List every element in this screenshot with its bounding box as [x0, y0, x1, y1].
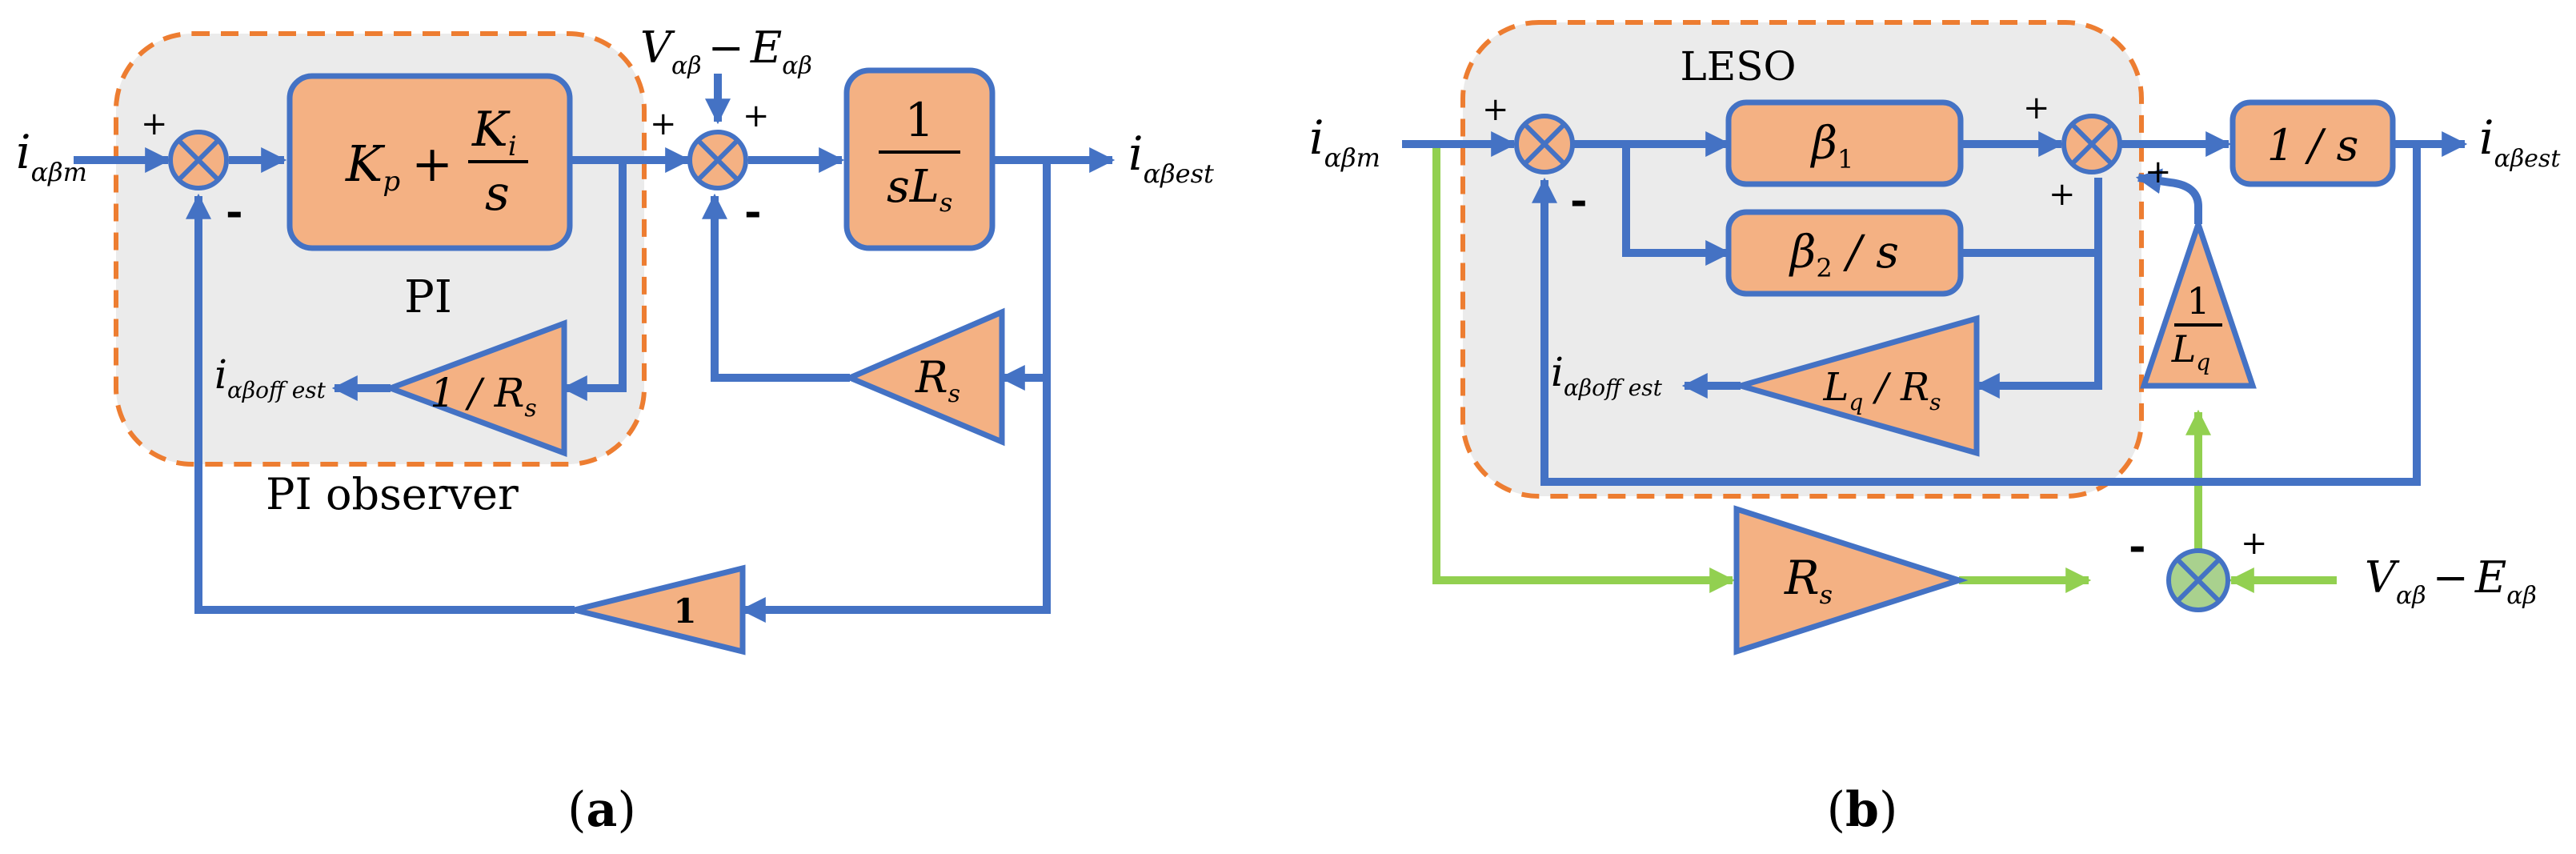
sum-a1-plus: + [141, 106, 168, 142]
group-title-pi: PI [404, 271, 452, 323]
pi-block-ki: Ki [471, 102, 517, 162]
panel-b: + - + + + - + β1 β2 / s 1 / s Lq / Rs [1309, 20, 2561, 838]
sum-junction-b1 [1514, 114, 1575, 174]
beta2-label: β2 / s [1789, 227, 1899, 283]
sum-b1-minus: - [1570, 176, 1588, 225]
gain-unity-label: 1 [673, 591, 696, 631]
sum-junction-a2 [687, 130, 748, 190]
group-title-leso: LESO [1681, 43, 1797, 90]
offset-label-b: iαβoff est [1551, 349, 1663, 401]
sum-junction-a1 [168, 130, 229, 190]
gain-rs-a [843, 307, 1005, 447]
gain-lq-rs-label: Lq / Rs [1822, 365, 1941, 415]
plant-block [843, 67, 996, 251]
beta1-label: β1 [1810, 118, 1854, 174]
gain-rs-a-label: Rs [915, 352, 960, 408]
rs-feedback-out-wire [701, 193, 850, 382]
caption-b: (b) [1827, 782, 1898, 838]
pi-block-s: s [485, 166, 510, 222]
panel-a-wires [74, 74, 1116, 623]
gain-inv-lq [2140, 215, 2257, 389]
pi-block-expression: Kp+ [345, 134, 453, 198]
sum-b2-plus-right: + [2145, 154, 2172, 190]
plant-denominator: sLs [887, 161, 952, 218]
gain-inv-lq-den: Lq [2171, 327, 2210, 375]
output-label-a: iαβest [1128, 126, 1214, 189]
sum-a2-minus: - [744, 187, 762, 236]
beta2-block [1725, 209, 1964, 297]
output-label-b: iαβest [2479, 110, 2561, 173]
sum-b3-minus: - [2129, 522, 2146, 571]
sum-b2-plus-top: + [2023, 90, 2050, 126]
sum-a1-minus: - [226, 187, 243, 236]
output-feedback-wire-b [1531, 144, 2421, 486]
beta1-block [1725, 99, 1964, 187]
leso-feedback-branch-wire [1973, 253, 2102, 399]
plant-numerator: 1 [905, 93, 935, 147]
unity-feedback-in-wire [739, 378, 1051, 623]
gain-inv-lq-num: 1 [2186, 279, 2209, 323]
pi-controller-block [286, 73, 573, 251]
integrator-block [2229, 99, 2396, 187]
sum-a2-plus-top: + [743, 98, 770, 134]
gain-lq-rs [1730, 315, 1980, 457]
sum-a2-plus-left: + [650, 106, 677, 142]
gain-rs-b-label: Rs [1784, 551, 1833, 610]
inv-lq-to-sum-b2-wire [2135, 168, 2202, 224]
offset-label-a: iαβoff est [214, 351, 327, 403]
integrator-label: 1 / s [2267, 120, 2359, 170]
disturbance-label-a: Vαβ−Eαβ [640, 22, 812, 80]
unity-feedback-out-wire [185, 193, 575, 614]
sum-junction-b3 [2166, 548, 2230, 612]
panel-b-blue-wires [1402, 130, 2468, 486]
input-label-a: iαβm [16, 125, 87, 187]
gain-inv-rs [382, 319, 567, 458]
sum-b1-to-beta2-wire [1622, 144, 1732, 267]
caption-a: (a) [567, 782, 636, 838]
sum-b2-plus-bottom: + [2049, 176, 2076, 213]
rs-feedback-in-wire [999, 160, 1051, 391]
input-label-b: iαβm [1309, 110, 1380, 173]
gain-unity [574, 564, 746, 656]
gain-inv-rs-label: 1 / Rs [430, 370, 537, 423]
sum-junction-b2 [2061, 114, 2122, 174]
panel-a: + - + + - Kp+ Ki s 1 sLs iαβm iαβest Vαβ… [16, 22, 1214, 838]
pi-branch-wire [561, 160, 627, 402]
gain-rs-b [1733, 505, 1969, 656]
sum-b1-plus: + [1482, 91, 1509, 128]
sum-b3-plus: + [2241, 525, 2268, 562]
input-to-rs-wire [1432, 144, 1736, 594]
group-label-pi-observer: PI observer [266, 469, 519, 519]
voltage-label-b: Vαβ−Eαβ [2365, 552, 2537, 610]
